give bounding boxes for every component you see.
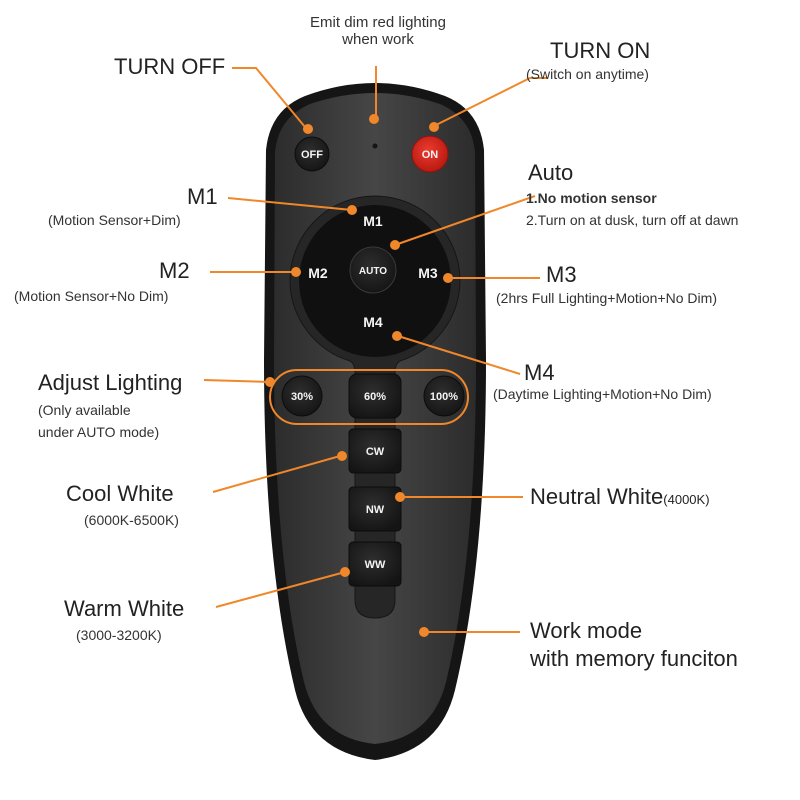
neutral-white-button[interactable]: NW	[348, 486, 402, 532]
work-mode-label-2: with memory funciton	[530, 646, 738, 671]
auto-label: Auto	[528, 160, 574, 185]
cool-white-callout: Cool White	[66, 481, 174, 506]
auto-note-2: 2.Turn on at dusk, turn off at dawn	[526, 212, 739, 228]
turn-off-label: TURN OFF	[114, 54, 226, 79]
m4-sublabel: (Daytime Lighting+Motion+No Dim)	[493, 386, 712, 402]
brightness-100-button[interactable]: 100%	[423, 375, 465, 417]
emit-label: Emit dim red lighting when work	[268, 14, 488, 49]
warm-white-callout: Warm White	[64, 596, 185, 621]
neutral-white-sublabel: (4000K)	[663, 492, 710, 507]
cool-white-button[interactable]: CW	[348, 428, 402, 474]
adjust-lighting-outline	[269, 369, 469, 425]
brightness-100-label: 100%	[430, 391, 458, 403]
emit-label-line1: Emit dim red lighting	[310, 14, 446, 31]
turn-on-label: TURN ON	[550, 38, 651, 63]
brightness-60-label: 60%	[364, 391, 386, 403]
m2-label: M2	[159, 258, 190, 283]
off-button[interactable]: OFF	[294, 136, 330, 172]
m4-button[interactable]: M4	[363, 314, 383, 330]
m1-label: M1	[187, 184, 218, 209]
auto-button[interactable]: AUTO	[349, 246, 397, 294]
emit-label-line2: when work	[342, 31, 414, 49]
on-button-label: ON	[422, 149, 439, 161]
m1-sublabel: (Motion Sensor+Dim)	[48, 212, 181, 228]
m3-sublabel: (2hrs Full Lighting+Motion+No Dim)	[496, 290, 717, 306]
adjust-lighting-label: Adjust Lighting	[38, 370, 183, 395]
auto-button-label: AUTO	[359, 266, 387, 277]
m3-button[interactable]: M3	[418, 265, 438, 281]
leader-lines	[203, 66, 548, 633]
leader-dots	[265, 114, 453, 637]
neutral-white-label: NW	[366, 504, 385, 516]
off-button-label: OFF	[301, 149, 323, 161]
work-mode-label-1: Work mode	[530, 618, 643, 643]
m1-button[interactable]: M1	[363, 213, 383, 229]
adjust-lighting-sub-1: (Only available	[38, 402, 131, 418]
cool-white-sublabel: (6000K-6500K)	[84, 512, 179, 528]
auto-note-1: 1.No motion sensor	[526, 190, 657, 206]
neutral-white-callout: Neutral White(4000K)	[530, 484, 710, 509]
m3-label: M3	[546, 262, 577, 287]
m4-label: M4	[524, 360, 555, 385]
on-button[interactable]: ON	[411, 135, 449, 173]
m2-button[interactable]: M2	[308, 265, 328, 281]
warm-white-sublabel: (3000-3200K)	[76, 627, 162, 643]
brightness-60-button[interactable]: 60%	[348, 373, 402, 419]
warm-white-button[interactable]: WW	[348, 541, 402, 587]
m2-sublabel: (Motion Sensor+No Dim)	[14, 288, 169, 304]
indicator-led	[372, 143, 378, 149]
adjust-lighting-sub-2: under AUTO mode)	[38, 424, 160, 440]
brightness-30-label: 30%	[291, 391, 313, 403]
neutral-white-name: Neutral White	[530, 484, 664, 509]
cool-white-label: CW	[366, 446, 385, 458]
turn-on-sublabel: (Switch on anytime)	[526, 66, 649, 82]
brightness-30-button[interactable]: 30%	[281, 375, 323, 417]
warm-white-label: WW	[365, 559, 386, 571]
